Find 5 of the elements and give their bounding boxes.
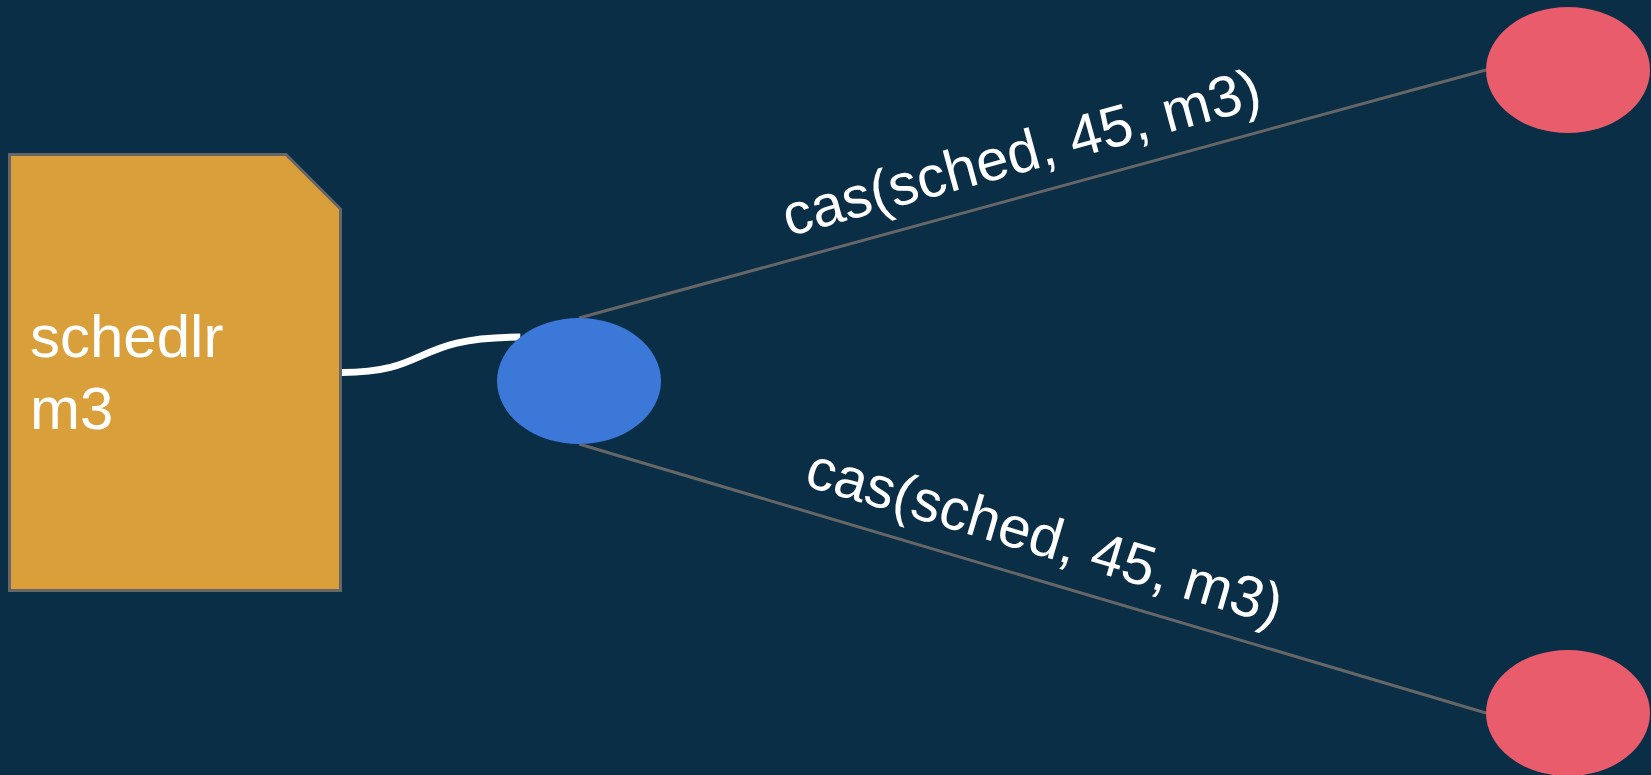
document-box bbox=[8, 153, 342, 592]
connector-line bbox=[578, 442, 1487, 715]
connector-line bbox=[578, 68, 1487, 320]
node-text: schedlr m3 bbox=[29, 301, 225, 444]
connector-line bbox=[341, 333, 521, 376]
